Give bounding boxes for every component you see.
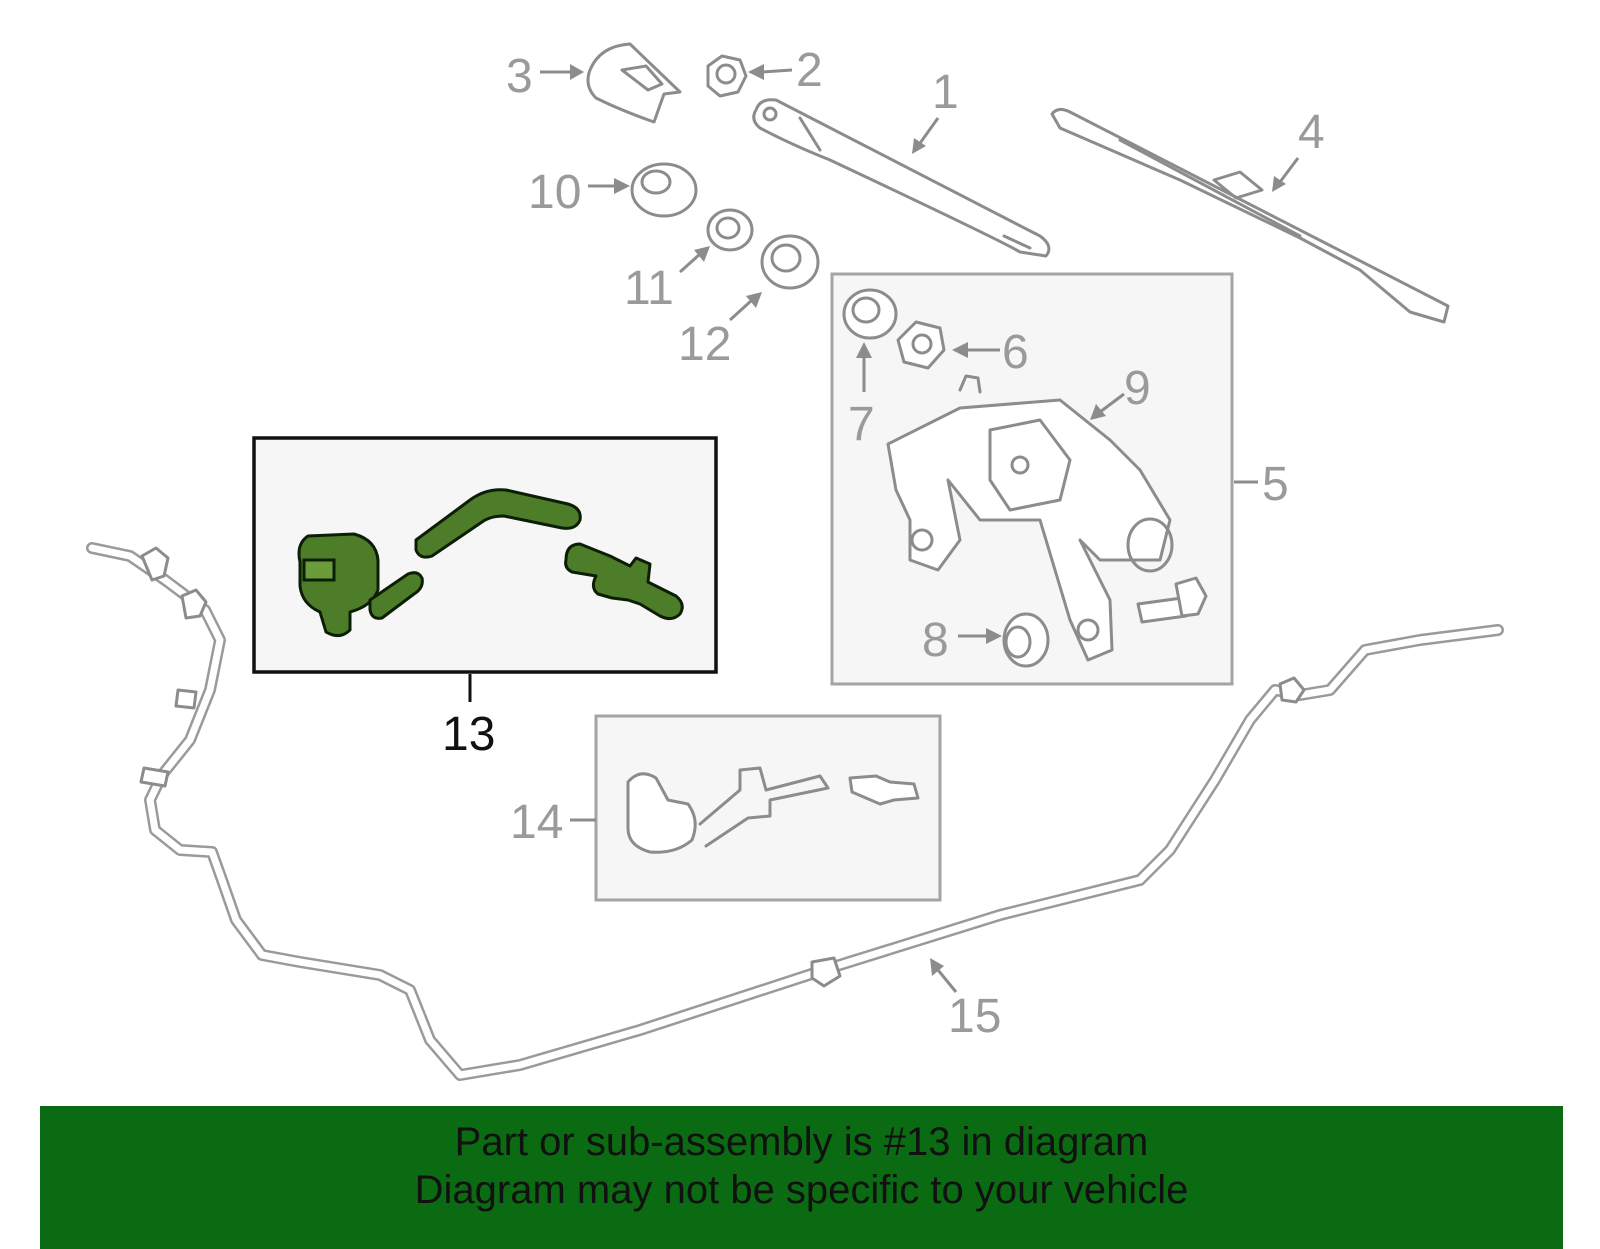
callout-5: 5 bbox=[1262, 458, 1289, 511]
callout-3: 3 bbox=[506, 50, 533, 103]
callout-4: 4 bbox=[1298, 106, 1325, 159]
parts-diagram: 3 2 1 4 10 11 12 6 7 9 5 8 13 14 15 bbox=[86, 42, 1504, 1081]
info-banner: Part or sub-assembly is #13 in diagram D… bbox=[40, 1106, 1563, 1249]
leader-lines bbox=[468, 64, 1300, 993]
wiper-motor-part-9[interactable] bbox=[886, 374, 1174, 662]
banner-line-1: Part or sub-assembly is #13 in diagram bbox=[454, 1120, 1149, 1164]
bushing-part-8[interactable] bbox=[1002, 612, 1050, 668]
washer-hose-part-15[interactable] bbox=[86, 542, 1504, 1081]
bushing-part-7[interactable] bbox=[842, 288, 898, 340]
banner-line-2: Diagram may not be specific to your vehi… bbox=[414, 1168, 1189, 1212]
callout-8: 8 bbox=[922, 614, 949, 667]
callout-1: 1 bbox=[932, 66, 959, 119]
callout-6: 6 bbox=[1002, 326, 1029, 379]
callout-12: 12 bbox=[678, 318, 731, 371]
wiper-blade-part-4[interactable] bbox=[1050, 107, 1450, 324]
hose-part-13[interactable] bbox=[414, 488, 582, 559]
callout-2: 2 bbox=[796, 44, 823, 97]
nut-part-2[interactable] bbox=[706, 54, 748, 98]
cap-part-3[interactable] bbox=[586, 42, 682, 124]
washer-part-12[interactable] bbox=[760, 234, 820, 290]
wiper-arm-part-1[interactable] bbox=[752, 98, 1051, 258]
washer-nozzle-part-13[interactable] bbox=[297, 532, 424, 637]
callout-11: 11 bbox=[624, 262, 674, 315]
bolt-part-9-bolt[interactable] bbox=[1136, 576, 1208, 624]
seal-part-11[interactable] bbox=[706, 208, 754, 252]
nozzle-part-14[interactable] bbox=[626, 766, 920, 854]
callout-7: 7 bbox=[848, 398, 875, 451]
callout-9: 9 bbox=[1124, 362, 1151, 415]
callout-13: 13 bbox=[442, 708, 495, 761]
nut-part-6[interactable] bbox=[896, 320, 946, 370]
connector-part-13[interactable] bbox=[564, 542, 684, 621]
callout-15: 15 bbox=[948, 990, 1001, 1043]
callout-10: 10 bbox=[528, 166, 581, 219]
callout-14: 14 bbox=[510, 796, 563, 849]
grommet-part-10[interactable] bbox=[630, 162, 698, 218]
